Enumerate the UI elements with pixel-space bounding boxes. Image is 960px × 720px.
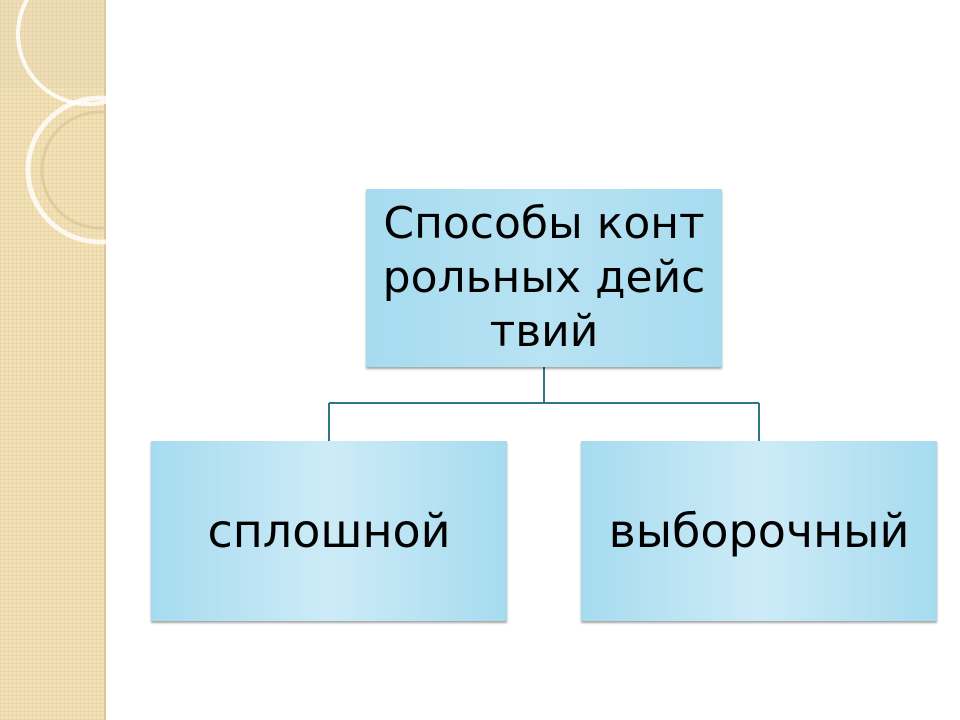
- node-child-solid-label: сплошной: [207, 504, 451, 558]
- node-root: Способы контрольных действий: [366, 189, 722, 367]
- node-root-label: Способы контрольных действий: [382, 198, 706, 357]
- node-child-sample: выборочный: [581, 441, 937, 621]
- decorative-side-strip: [0, 0, 106, 720]
- node-child-sample-label: выборочный: [608, 504, 910, 558]
- node-child-solid: сплошной: [151, 441, 507, 621]
- decorative-circles: [0, 0, 106, 245]
